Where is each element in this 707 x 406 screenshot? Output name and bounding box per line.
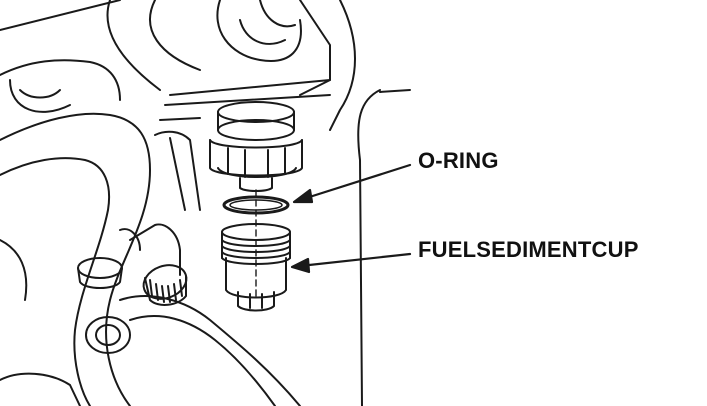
- leader-lines: [290, 163, 412, 274]
- frame-arm: [0, 112, 301, 406]
- o-ring-arrowhead: [292, 188, 314, 204]
- o-ring-part: [222, 195, 290, 215]
- bowl-fitting: [209, 101, 303, 192]
- fuel-sediment-cup-label: FUELSEDIMENTCUP: [418, 237, 639, 262]
- cup-leader: [298, 252, 412, 268]
- o-ring-leader: [298, 163, 412, 202]
- drain-screw: [77, 223, 188, 306]
- o-ring-label: O-RING: [418, 148, 499, 173]
- fuel-sediment-cup-part: [221, 223, 291, 312]
- mounting-boss: [0, 316, 131, 406]
- engine-body-outline: [0, 0, 411, 406]
- cup-arrowhead: [290, 257, 311, 274]
